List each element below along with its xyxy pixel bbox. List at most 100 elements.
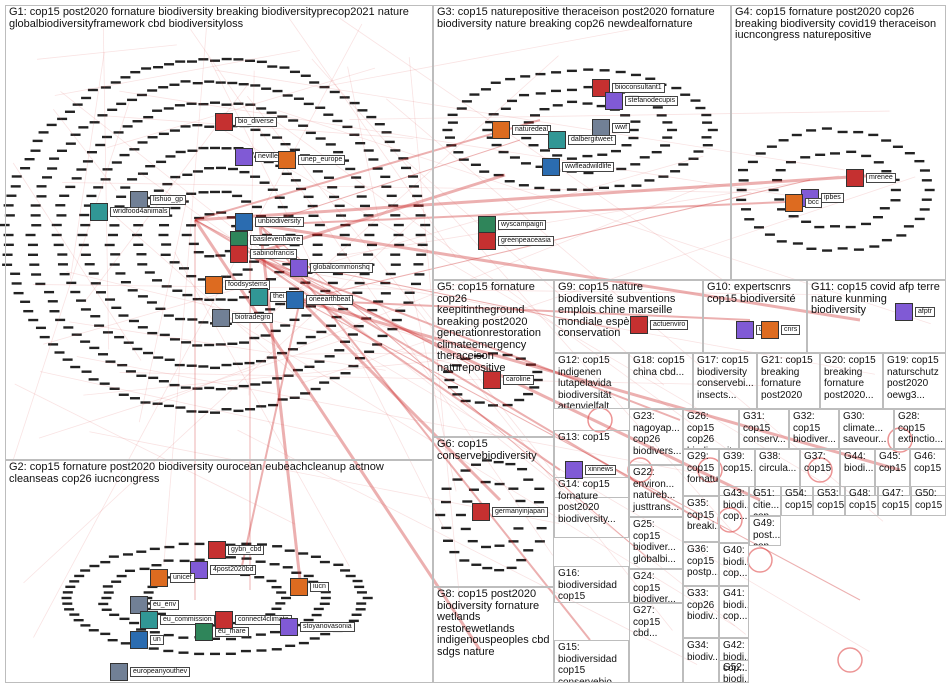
g3-vertex — [444, 136, 455, 139]
g6-vertex — [452, 478, 463, 481]
g3-vertex — [582, 102, 593, 105]
g3-vertex — [652, 106, 663, 109]
vertex-avatar — [150, 569, 168, 587]
g1-vertex — [57, 117, 68, 121]
g3-vertex — [702, 144, 713, 147]
g1-vertex — [391, 318, 402, 322]
g4-vertex — [846, 150, 857, 154]
g3-vertex — [688, 157, 699, 160]
g2-vertex — [151, 564, 162, 567]
g6-vertex — [523, 478, 534, 481]
g1-vertex — [20, 300, 31, 303]
edge-line — [279, 267, 875, 375]
g5-vertex — [488, 404, 498, 407]
g1-vertex — [169, 261, 180, 264]
group-panel-g53: G53: cop15 — [813, 486, 845, 516]
edge-line — [298, 352, 452, 355]
g1-vertex — [227, 342, 238, 345]
g1-vertex — [88, 272, 99, 275]
g2-vertex — [80, 569, 91, 572]
g1-vertex — [279, 66, 290, 69]
g2-vertex — [102, 585, 113, 588]
g1-vertex — [186, 224, 197, 227]
g1-vertex — [249, 336, 260, 340]
g1-vertex — [175, 60, 186, 63]
g1-vertex — [78, 126, 89, 129]
g2-vertex — [269, 630, 280, 634]
g2-vertex — [116, 574, 127, 578]
g2-vertex — [163, 633, 174, 637]
vertex-avatar — [110, 663, 128, 681]
g1-vertex — [314, 223, 325, 227]
g3-vertex — [488, 113, 499, 116]
g1-vertex — [79, 213, 90, 217]
g1-vertex — [105, 360, 116, 363]
g2-vertex — [194, 558, 205, 561]
g1-vertex — [250, 175, 261, 178]
g1-vertex — [221, 190, 232, 194]
g1-vertex — [66, 281, 77, 285]
g1-vertex — [122, 125, 133, 128]
edge-line — [239, 299, 301, 576]
edge-line — [194, 173, 881, 222]
g1-vertex — [83, 204, 94, 207]
group-title: G35: cop15 breaki... — [687, 498, 718, 532]
g1-vertex — [305, 131, 316, 135]
g1-vertex — [169, 83, 180, 86]
g2-vertex — [64, 608, 75, 611]
g2-vertex — [194, 542, 205, 546]
g3-vertex — [667, 128, 678, 132]
group-panel-g25: G25: cop15 biodiver... globalbi... — [629, 517, 683, 569]
g3-vertex — [446, 144, 457, 147]
vertex-label: wyscampaign — [498, 220, 547, 230]
g2-vertex — [272, 545, 283, 548]
g1-vertex — [13, 291, 24, 295]
edge-line — [259, 199, 831, 226]
g6-vertex — [534, 487, 545, 490]
g1-vertex — [221, 275, 232, 278]
g1-vertex — [89, 346, 100, 350]
g1-vertex — [309, 81, 320, 84]
g3-vertex — [530, 114, 541, 117]
g2-vertex — [136, 550, 147, 553]
edge-line — [340, 175, 840, 257]
g1-vertex — [403, 301, 414, 304]
edge-line — [219, 127, 833, 489]
g1-vertex — [336, 253, 347, 256]
g1-vertex — [355, 141, 366, 145]
group-title: G19: cop15 naturschutz post2020 oewg3... — [887, 355, 942, 401]
g1-vertex — [80, 253, 91, 256]
g1-vertex — [256, 107, 267, 110]
g3-vertex — [500, 107, 511, 110]
group-panel-g5: G5: cop15 fornature cop26 keepitinthegro… — [433, 280, 554, 437]
g1-vertex — [129, 148, 140, 151]
g1-vertex — [193, 251, 204, 254]
g1-vertex — [51, 223, 62, 227]
g4-vertex — [830, 152, 840, 155]
vertex-avatar — [215, 611, 233, 629]
g3-vertex — [453, 151, 464, 154]
g6-vertex — [467, 539, 478, 543]
g1-vertex — [324, 355, 335, 358]
g2-vertex — [269, 563, 280, 566]
g1-vertex — [65, 185, 76, 189]
g1-vertex — [254, 311, 265, 315]
group-title: G40: biodi... cop... — [723, 545, 748, 579]
g1-vertex — [39, 335, 50, 339]
g1-vertex — [298, 124, 309, 127]
g3-vertex — [566, 69, 577, 73]
g1-vertex — [289, 148, 300, 152]
group-panel-g12: G12: cop15 indigenen lutapelavida biodiv… — [554, 353, 629, 409]
g1-vertex — [210, 190, 220, 194]
g3-vertex — [520, 75, 531, 78]
g6-vertex — [533, 501, 544, 504]
g5-vertex — [502, 403, 513, 407]
g4-vertex — [815, 153, 826, 156]
g1-vertex — [312, 253, 323, 256]
g1-vertex — [325, 143, 336, 146]
g2-vertex — [143, 591, 154, 594]
g4-vertex — [881, 238, 892, 242]
g2-vertex — [240, 649, 251, 653]
edge-line — [76, 356, 715, 477]
g1-vertex — [283, 374, 294, 377]
